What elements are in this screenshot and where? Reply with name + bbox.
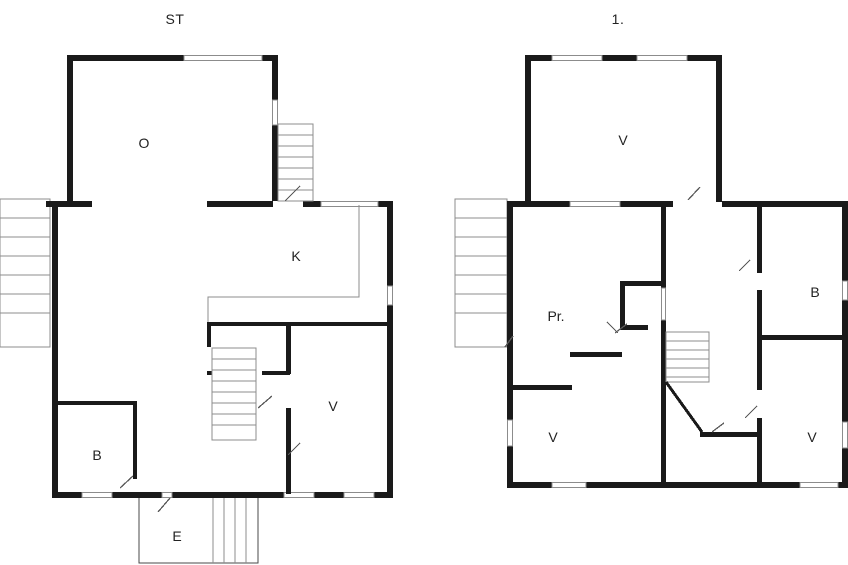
ground-floor-walls: [46, 55, 393, 498]
room-label-b: B: [810, 284, 819, 300]
room-label-o: O: [139, 135, 150, 151]
first-floor-doors: [504, 186, 758, 433]
plan-title-ground-floor: ST: [165, 11, 185, 27]
winder-stair-diagonal: [664, 381, 704, 433]
first-floor-thin-marks: [661, 287, 666, 321]
plan-title-first-floor: 1.: [611, 11, 625, 27]
room-label-b: B: [92, 447, 101, 463]
first-floor-partitions: [513, 207, 848, 488]
stair-center-ground: [211, 347, 257, 441]
entrance-steps: [212, 498, 247, 563]
first-floor-windows: [507, 55, 848, 488]
ground-floor-room-labels: O K V B E: [92, 135, 338, 544]
kitchen-counter: [207, 205, 360, 322]
room-label-v: V: [807, 429, 817, 445]
stair-upper-right-ground: [277, 123, 314, 202]
room-label-v: V: [328, 398, 338, 414]
exterior-stair-left-first: [454, 198, 508, 348]
first-floor-room-labels: V Pr. B V V: [547, 132, 819, 445]
room-label-v: V: [548, 429, 558, 445]
room-label-pr: Pr.: [547, 308, 564, 324]
entrance-block-E: [138, 498, 259, 564]
first-floor-plan: V Pr. B V V: [454, 55, 848, 488]
winder-stair-first: [665, 331, 710, 383]
ground-floor-plan: O K V B E: [0, 55, 393, 564]
room-label-e: E: [172, 528, 181, 544]
ground-floor-windows: [81, 55, 393, 498]
ground-floor-doors: [119, 185, 301, 513]
exterior-stair-left-ground: [0, 198, 51, 348]
room-label-v: V: [618, 132, 628, 148]
first-floor-walls: [507, 55, 848, 488]
room-label-k: K: [291, 248, 301, 264]
